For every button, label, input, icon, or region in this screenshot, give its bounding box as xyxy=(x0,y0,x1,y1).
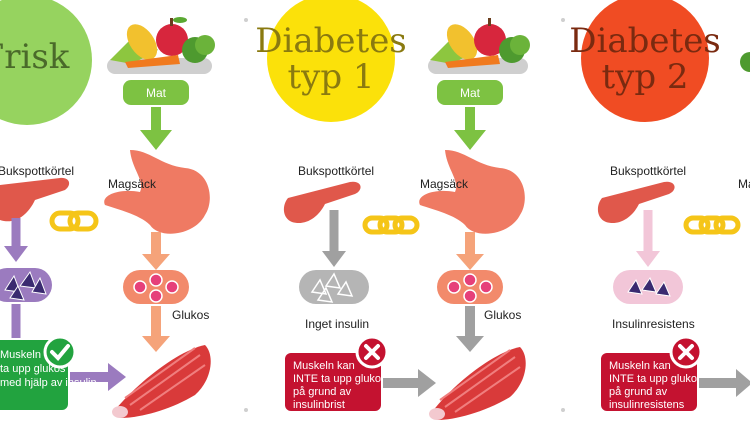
muscle-icon xyxy=(112,345,211,418)
muscle-box-line-3: på grund av xyxy=(293,386,352,398)
title-typ1-line-1: Diabetes xyxy=(255,21,407,61)
muscle-box-line-2: ta upp glukos xyxy=(0,363,66,375)
glucose-label: Glukos xyxy=(172,308,209,322)
muscle-status-box xyxy=(285,353,381,411)
insulin-label: Inget insulin xyxy=(305,317,369,331)
pancreas-label: Bukspottkörtel xyxy=(0,164,74,178)
stomach-label: Magsäck xyxy=(420,177,469,191)
title-circle-frisk xyxy=(0,0,92,125)
insulin-molecules-icon xyxy=(627,276,671,297)
panel-diabetes-typ-2: Diabetes typ 2 Ma Bukspottkörtel Insulin… xyxy=(569,0,750,411)
insulin-molecules-icon xyxy=(4,270,47,301)
title-typ2-line-2: typ 2 xyxy=(601,57,688,97)
chain-link-icon xyxy=(362,215,420,235)
title-typ1-line-2: typ 1 xyxy=(287,57,374,97)
food-label: Mat xyxy=(146,86,167,100)
muscle-status-box xyxy=(601,353,697,411)
food-vegetables-icon xyxy=(428,18,530,74)
pancreas-icon xyxy=(0,177,70,222)
muscle-box-line-2: INTE ta upp glukos xyxy=(293,373,387,385)
glucose-capsule xyxy=(123,270,189,304)
muscle-box-line-4: insulinresistens xyxy=(609,399,685,411)
stomach-icon xyxy=(104,150,210,234)
glucose-molecules-icon xyxy=(447,273,493,303)
glucose-capsule xyxy=(437,270,503,304)
title-circle-typ2 xyxy=(581,0,709,122)
panel-diabetes-typ-1: Diabetes typ 1 Mat Magsäck Glukos xyxy=(255,0,530,420)
insulin-label: Insulinresistens xyxy=(612,317,695,331)
insulin-molecules-outline-icon xyxy=(310,272,354,303)
chain-link-icon xyxy=(49,210,99,232)
panel-frisk: Frisk Mat Magsäck Glukos xyxy=(0,0,215,418)
check-icon xyxy=(43,335,77,369)
food-box xyxy=(437,80,503,105)
food-label: Mat xyxy=(460,86,481,100)
pancreas-icon xyxy=(283,181,361,224)
pancreas-label: Bukspottkörtel xyxy=(298,164,374,178)
stomach-label: Magsäck xyxy=(108,177,157,191)
pancreas-icon xyxy=(597,181,675,224)
glucose-label: Glukos xyxy=(484,308,521,322)
muscle-box-line-1: Muskeln kan xyxy=(609,360,671,372)
glucose-molecules-icon xyxy=(133,273,179,303)
chain-link-icon xyxy=(683,215,741,235)
title-typ2-line-1: Diabetes xyxy=(569,21,721,61)
muscle-box-line-2: INTE ta upp glukos xyxy=(609,373,703,385)
food-box xyxy=(123,80,189,105)
muscle-box-line-3: med hjälp av insulin xyxy=(0,377,97,389)
pancreas-label: Bukspottkörtel xyxy=(610,164,686,178)
muscle-icon xyxy=(429,347,526,420)
divider-dots xyxy=(244,18,565,412)
muscle-box-line-3: på grund av xyxy=(609,386,668,398)
food-vegetables-icon-partial xyxy=(740,52,750,72)
stomach-icon xyxy=(419,150,525,234)
food-vegetables-icon xyxy=(107,17,215,74)
muscle-box-line-1: Muskeln kan xyxy=(293,360,355,372)
muscle-box-line-4: insulinbrist xyxy=(293,399,345,411)
food-arrowhead xyxy=(140,130,172,150)
title-frisk: Frisk xyxy=(0,37,70,77)
stomach-label-partial: Ma xyxy=(738,177,750,191)
title-circle-typ1 xyxy=(267,0,395,122)
